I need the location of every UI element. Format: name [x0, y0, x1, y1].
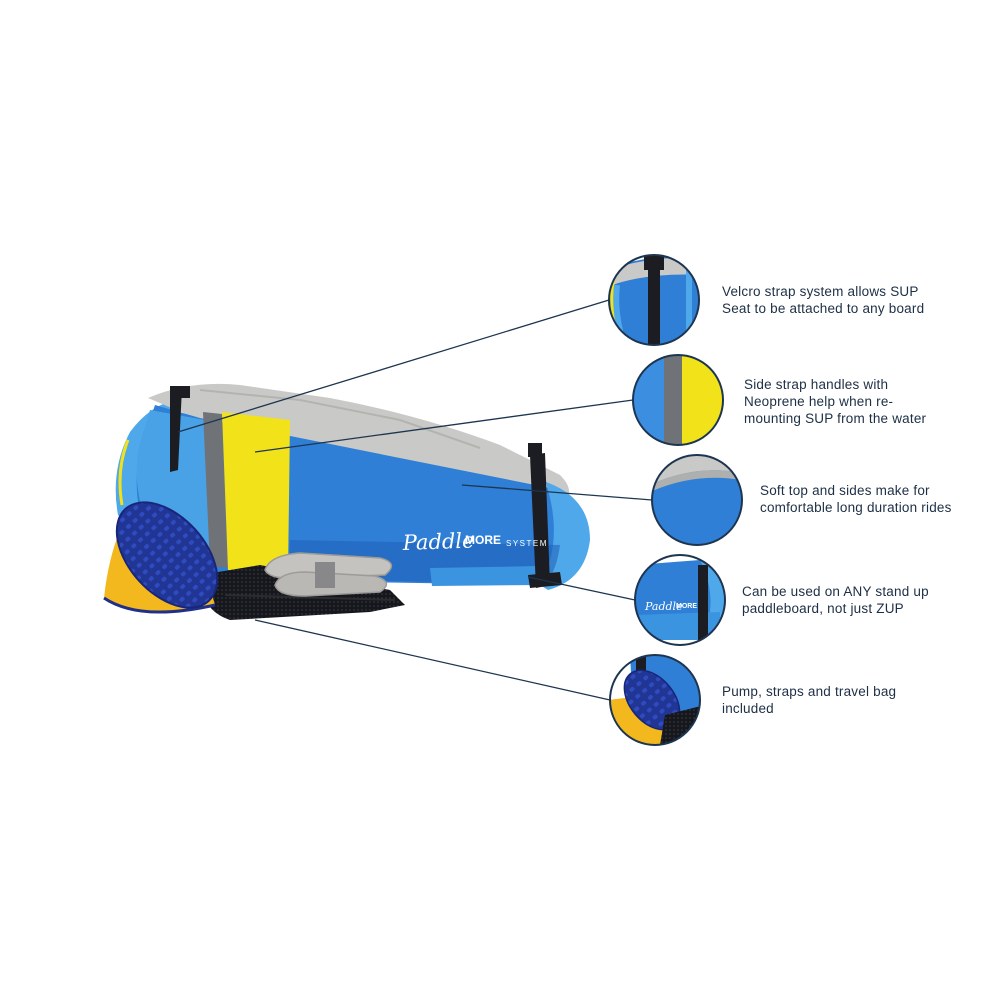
- callout-any-board: Can be used on ANY stand up paddleboard,…: [742, 583, 929, 617]
- foot-pump: [103, 501, 219, 614]
- leader-line-3: [461, 484, 653, 501]
- seat-strap-front: [170, 388, 182, 472]
- pump-pedal: [115, 501, 219, 609]
- callout-soft-top: Soft top and sides make for comfortable …: [760, 482, 952, 516]
- leader-line-5: [254, 619, 611, 701]
- callout-line: included: [722, 701, 774, 716]
- detail-brand-script: Paddle: [644, 600, 683, 613]
- callout-line: Side strap handles with: [744, 377, 889, 392]
- leader-line-2: [254, 399, 634, 453]
- brand-logo: Paddle MORE SYSTEM: [401, 529, 548, 556]
- callout-line: Neoprene help when re-: [744, 394, 894, 409]
- callout-line: paddleboard, not just ZUP: [742, 601, 904, 616]
- detail-brand-bold: MORE: [676, 603, 697, 610]
- callout-line: Seat to be attached to any board: [722, 301, 925, 316]
- callout-included-items: Pump, straps and travel bag included: [722, 683, 896, 717]
- side-handle: [430, 566, 544, 586]
- callout-line: Can be used on ANY stand up: [742, 584, 929, 599]
- seat-yellow-band: [222, 412, 290, 575]
- callout-velcro-strap: Velcro strap system allows SUP Seat to b…: [722, 283, 924, 317]
- leader-line-4: [527, 576, 636, 601]
- detail-circle-any-board: Paddle MORE: [634, 554, 726, 646]
- callout-line: mounting SUP from the water: [744, 411, 927, 426]
- detail-circle-velcro-strap: [608, 254, 700, 346]
- callout-line: comfortable long duration rides: [760, 500, 952, 515]
- callout-line: Soft top and sides make for: [760, 483, 930, 498]
- coiled-straps: [264, 552, 393, 597]
- seat-strap-right: [530, 453, 550, 588]
- detail-circle-side-handle: [632, 354, 724, 446]
- brand-bold: MORE: [465, 533, 501, 547]
- callout-line: Pump, straps and travel bag: [722, 684, 897, 699]
- detail-circle-pump-bag: [609, 654, 701, 746]
- leader-lines: [177, 299, 653, 701]
- callout-side-handles: Side strap handles with Neoprene help wh…: [744, 376, 926, 427]
- callout-line: Velcro strap system allows SUP: [722, 284, 919, 299]
- leader-line-1: [177, 299, 610, 433]
- detail-circle-soft-top: [651, 454, 743, 546]
- brand-script: Paddle: [401, 529, 475, 556]
- brand-suffix: SYSTEM: [506, 539, 548, 548]
